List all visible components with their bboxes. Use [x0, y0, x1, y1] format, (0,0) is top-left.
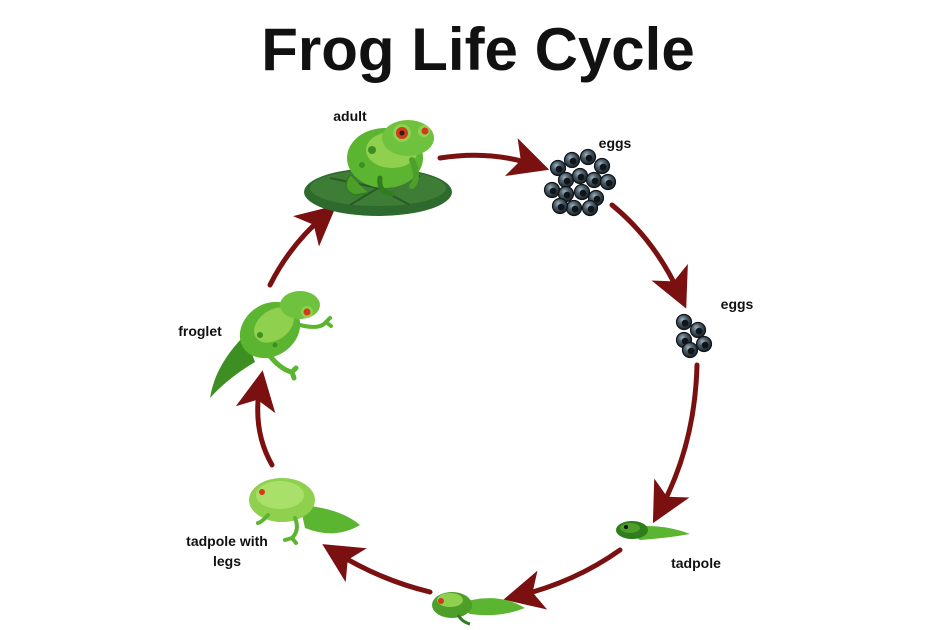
tadpole-with-legs-icon — [249, 478, 360, 545]
stage-label-tadpole-with-legs-line1: tadpole with — [186, 533, 268, 549]
arrow-adult-to-eggs — [437, 138, 550, 177]
egg-core — [549, 187, 557, 195]
arrow-tadpole-to-growing — [503, 547, 623, 610]
egg-core — [563, 177, 571, 185]
arrow-froglet-to-adult — [267, 205, 337, 288]
stage-label-froglet: froglet — [178, 323, 222, 339]
egg-core — [593, 195, 601, 203]
egg-core — [695, 327, 703, 335]
arrow-growing-to-legs — [322, 544, 433, 595]
arrow-eggs-to-tadpole — [652, 362, 700, 524]
cycle-arrows — [235, 138, 700, 610]
growing-tadpole-icon — [432, 592, 525, 626]
egg-core — [557, 203, 565, 211]
egg-core — [569, 157, 577, 165]
egg-core — [605, 179, 613, 187]
stage-label-eggs-small: eggs — [721, 296, 754, 312]
egg-core — [587, 205, 595, 213]
page-title: Frog Life Cycle — [261, 16, 694, 83]
small-egg-group-icon — [675, 313, 713, 359]
arrow-legs-to-froglet — [235, 370, 276, 468]
stage-label-adult: adult — [333, 108, 367, 124]
froglet-icon — [210, 291, 333, 398]
tadpole-icon — [616, 521, 690, 540]
egg-core — [585, 154, 593, 162]
egg-core — [681, 319, 689, 327]
egg-core — [599, 163, 607, 171]
egg-core — [687, 347, 695, 355]
stage-label-tadpole-with-legs-line2: legs — [213, 553, 241, 569]
egg-core — [701, 341, 709, 349]
egg-cluster-icon — [543, 148, 617, 217]
egg-core — [555, 165, 563, 173]
stage-label-eggs-cluster: eggs — [599, 135, 632, 151]
egg-core — [579, 189, 587, 197]
arrow-eggs-to-eggs — [609, 202, 688, 309]
adult-frog-on-lily-pad-icon — [304, 120, 452, 216]
egg-core — [571, 205, 579, 213]
egg-core — [591, 177, 599, 185]
egg-core — [577, 173, 585, 181]
stage-label-tadpole: tadpole — [671, 555, 721, 571]
egg-core — [563, 191, 571, 199]
